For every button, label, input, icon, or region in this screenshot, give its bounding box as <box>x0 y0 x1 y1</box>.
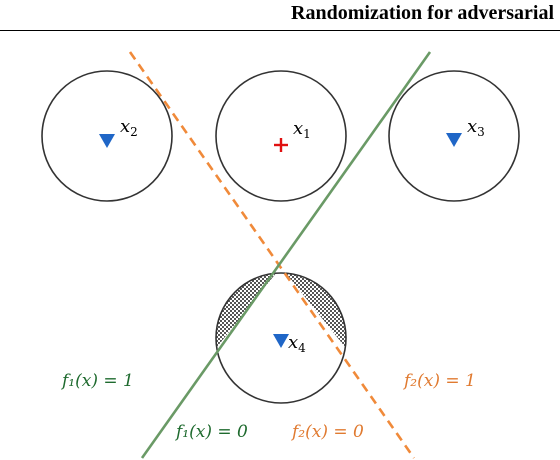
label-f1-equals-0: f₁(x) = 0 <box>174 422 248 442</box>
point-label-x3: x3 <box>467 116 485 139</box>
ball-x2 <box>41 70 173 202</box>
f1-decision-boundary <box>140 51 432 459</box>
hatch-right <box>281 273 346 352</box>
label-f1-equals-1: f₁(x) = 1 <box>60 371 134 391</box>
triangle-icon <box>273 334 289 348</box>
hatch-left <box>216 273 281 352</box>
triangle-icon <box>99 134 115 148</box>
label-f2-equals-1: f₂(x) = 1 <box>402 371 476 391</box>
page-title: Randomization for adversarial <box>291 2 554 24</box>
triangle-icon <box>446 133 462 147</box>
point-label-x4: x4 <box>288 332 306 355</box>
point-label-x2: x2 <box>120 116 138 139</box>
hatched-region <box>216 273 346 352</box>
point-label-x1: x1 <box>293 118 311 141</box>
page-header: Randomization for adversarial <box>0 0 560 31</box>
ball-x4 <box>215 272 347 404</box>
ball-x3 <box>388 70 520 202</box>
f2-decision-boundary <box>128 51 416 459</box>
label-f2-equals-0: f₂(x) = 0 <box>290 422 364 442</box>
cross-icon <box>274 138 288 152</box>
ball-x1 <box>215 70 347 202</box>
